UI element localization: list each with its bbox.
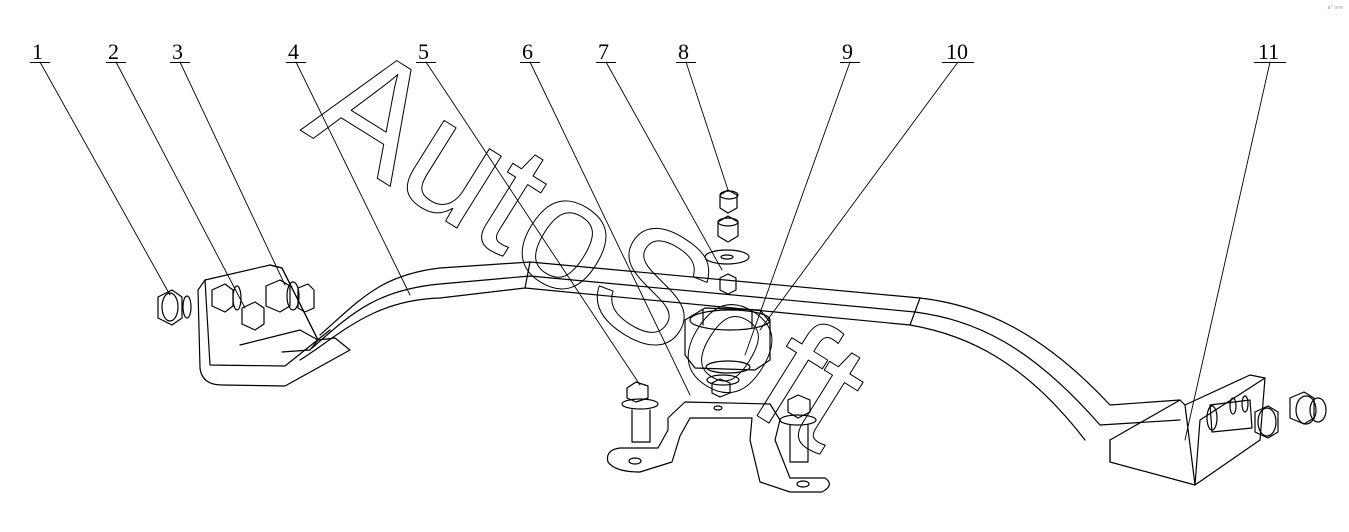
corner-mark: a° ≡≡ (1327, 5, 1343, 11)
callout-underline-4 (286, 62, 306, 63)
left-fasteners (157, 279, 315, 331)
left-bracket (197, 264, 351, 387)
callout-label-1: 1 (32, 39, 43, 64)
callout-underline-9 (840, 62, 860, 63)
callout-underline-8 (676, 62, 696, 63)
callout-underline-7 (596, 62, 616, 63)
callout-underline-10 (942, 62, 974, 63)
right-bracket (1109, 374, 1266, 486)
callout-underline-11 (1254, 62, 1286, 63)
right-fasteners (1206, 391, 1327, 439)
callout-underline-3 (170, 62, 190, 63)
callout-underline-6 (520, 62, 540, 63)
callout-label-5: 5 (418, 39, 429, 64)
callout-label-11: 11 (1258, 39, 1280, 64)
callout-label-9: 9 (842, 39, 853, 64)
svg-text:AutoSoft: AutoSoft (282, 7, 897, 484)
callout-underline-5 (416, 62, 436, 63)
callout-underline-1 (30, 62, 50, 63)
callout-label-6: 6 (522, 39, 533, 64)
crossmember-beam (299, 261, 1181, 441)
lower-support (606, 381, 830, 493)
watermark-autosoft: AutoSoft (281, 7, 897, 485)
callout-label-10: 10 (946, 39, 968, 64)
callout-label-3: 3 (172, 39, 183, 64)
callout-label-8: 8 (678, 39, 689, 64)
mount-stack (684, 189, 771, 398)
callout-label-2: 2 (108, 39, 119, 64)
callout-label-7: 7 (598, 39, 609, 64)
leader-lines (39, 61, 1271, 441)
callout-underline-2 (106, 62, 126, 63)
callout-label-4: 4 (288, 39, 299, 64)
